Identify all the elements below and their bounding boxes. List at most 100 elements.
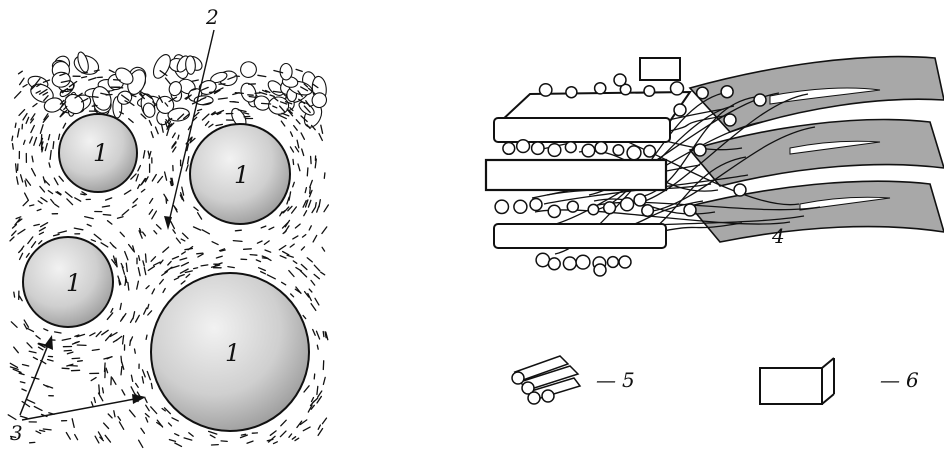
fiber-dash (316, 203, 317, 207)
rod-end (627, 146, 641, 160)
fiber-dash (178, 275, 184, 277)
fiber-dash (269, 436, 276, 442)
fiber-dash (99, 393, 103, 401)
fiber-dash (138, 166, 141, 171)
fiber-dash (118, 217, 124, 219)
fiber-dash (216, 256, 222, 258)
rod-end (576, 255, 590, 269)
fiber-dash (149, 152, 151, 159)
fiber-dash (156, 127, 159, 134)
fiber-dash (102, 206, 109, 207)
fiber-dash (139, 256, 140, 261)
fiber-dash (13, 144, 14, 150)
fiber-dash (302, 149, 304, 156)
fiber-dash (138, 268, 140, 276)
fiber-dash (194, 268, 198, 269)
fiber-dash (125, 252, 128, 260)
fiber-dash (44, 329, 48, 331)
fiber-dash (59, 176, 63, 181)
fiber-dash (256, 260, 260, 262)
fiber-dash (20, 253, 23, 259)
fiber-dash (194, 227, 201, 230)
slab-middle (486, 160, 666, 190)
fiber-dash (145, 398, 147, 402)
rod-end (694, 144, 706, 156)
fiber-dash (131, 387, 135, 394)
fiber-dash (182, 187, 184, 195)
rod-end (532, 142, 544, 154)
fiber-dash (309, 226, 311, 230)
fiber-dash (323, 377, 325, 384)
fiber-dash (38, 201, 42, 204)
fiber-dash (257, 241, 262, 243)
fiber-dash (301, 133, 304, 139)
fiber-dash (90, 333, 95, 336)
fiber-dash (324, 173, 325, 178)
fiber-dash (14, 347, 19, 353)
fiber-dash (317, 386, 318, 394)
fiber-dash (270, 95, 274, 97)
fiber-dash (126, 263, 127, 271)
fiber-dash (318, 425, 320, 429)
legend: — 5 — 6 (512, 356, 919, 404)
fiber-dash (296, 69, 302, 71)
fiber-dash (53, 142, 54, 149)
fiber-dash (114, 411, 115, 417)
fiber-dash (111, 309, 113, 313)
fiber-dash (24, 140, 25, 144)
fiber-dash (75, 342, 79, 343)
fiber-dash (119, 280, 120, 285)
fiber-dash (119, 422, 123, 429)
fiber-dash (319, 200, 320, 207)
fiber-dash (311, 304, 316, 311)
fiber-dash (280, 431, 286, 437)
rod-end (566, 87, 577, 98)
fiber-dash (143, 232, 146, 236)
fiber-dash (152, 175, 156, 182)
fiber-dash (130, 410, 136, 417)
fiber-dash (148, 311, 152, 315)
fiber-dash (174, 278, 178, 280)
fiber-dash (19, 296, 22, 301)
slab-top-face (494, 118, 670, 142)
fiber-dash (29, 351, 36, 353)
fiber-dash (141, 189, 144, 192)
fiber-dash (269, 227, 274, 229)
fiber-dash (162, 124, 164, 132)
fiber-dash (92, 349, 99, 350)
fiber-dash (27, 328, 33, 331)
fiber-dash (307, 168, 308, 176)
fiber-dash (181, 239, 185, 241)
fiber-dash (41, 223, 48, 227)
fiber-dash (143, 151, 144, 158)
fiber-dash (118, 417, 121, 421)
fiber-dash (151, 383, 152, 388)
fiber-dash (105, 363, 106, 372)
fiber-dash (148, 304, 149, 308)
fiber-dash (303, 427, 310, 431)
pebble (238, 59, 259, 80)
rod-end (540, 84, 552, 96)
fiber-dash (180, 258, 187, 260)
fiber-dash (192, 80, 199, 81)
fiber-dash (105, 435, 110, 442)
fiber-dash (16, 164, 17, 172)
slab-lower (494, 224, 666, 248)
fiber-dash (143, 261, 144, 266)
rod-end (563, 257, 576, 270)
pebble (185, 56, 196, 75)
fiber-dash (154, 231, 157, 234)
fiber-dash (298, 164, 300, 171)
legend-label-5: 5 (622, 368, 635, 392)
rod-end (671, 82, 684, 95)
fiber-dash (146, 405, 150, 411)
fiber-dash (182, 252, 186, 254)
fiber-dash (40, 125, 43, 134)
fiber-dash (63, 123, 66, 128)
fiber-dash (292, 207, 297, 213)
fiber-dash (23, 114, 27, 120)
fiber-dash (49, 163, 50, 167)
rod-end (595, 83, 606, 94)
fiber-dash (51, 199, 54, 203)
fiber-dash (314, 374, 315, 379)
